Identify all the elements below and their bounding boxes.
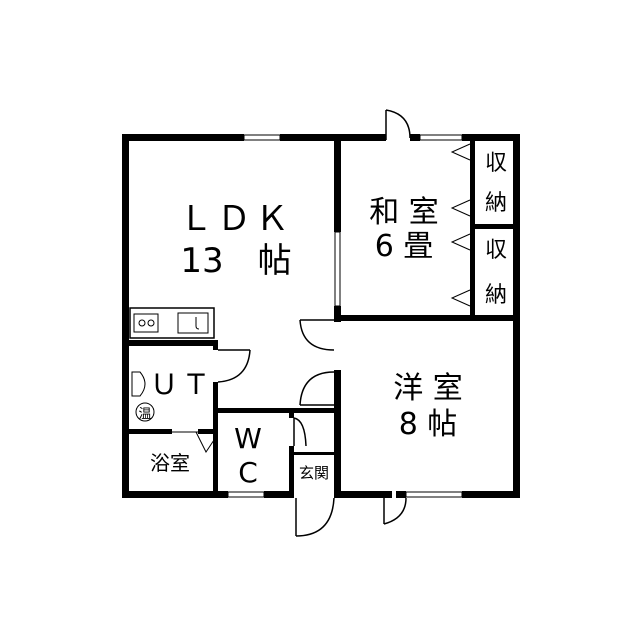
interior-walls: [122, 134, 520, 498]
ldk-size: 13 帖: [180, 241, 291, 281]
ut-name: ＵＴ: [150, 368, 214, 401]
bath-label: 浴室: [150, 451, 190, 475]
fixtures: [131, 371, 155, 422]
ldk-name: ＬＤＫ: [179, 199, 293, 239]
wc-line1: W: [234, 422, 262, 455]
genkan-label: 玄関: [299, 464, 329, 482]
closet-top-line2: 納: [485, 191, 507, 216]
doors: [172, 109, 411, 537]
closet-top-line1: 収: [485, 151, 507, 176]
closet-bottom-line1: 収: [485, 238, 507, 263]
wc-line2: C: [238, 456, 258, 489]
closet-doors: [450, 143, 471, 307]
yoshitsu-name: 洋 室: [393, 371, 463, 406]
heater-label: 温: [138, 407, 151, 422]
washitsu-size: 6 畳: [375, 229, 434, 264]
closet-bottom-line2: 納: [485, 283, 507, 308]
washitsu-name: 和 室: [369, 195, 439, 230]
yoshitsu-size: 8 帖: [399, 407, 458, 442]
kitchen-counter: [129, 307, 215, 339]
room-labels: ＬＤＫ 13 帖 和 室 6 畳 収 納 収 納 ＵＴ 温 洋 室 8 帖 W …: [138, 151, 507, 489]
